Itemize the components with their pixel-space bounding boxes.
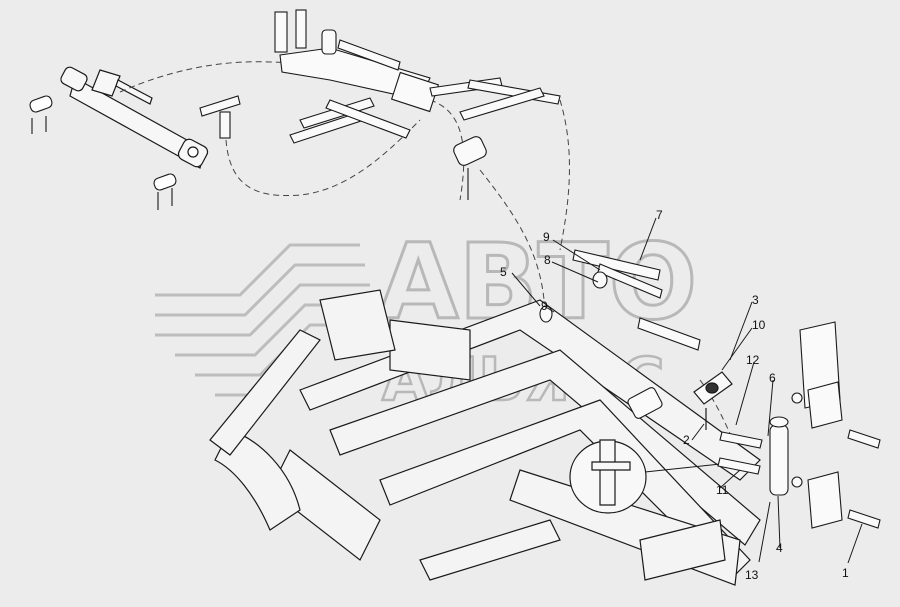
callout-5: 5 [500,265,507,279]
hose-assembly-upper [539,249,701,419]
cylinder-small [717,392,803,496]
callout-6: 6 [769,371,776,385]
hydraulic-cylinder [60,66,209,169]
callout-1: 1 [842,566,849,580]
clamp-bracket [693,371,733,430]
manifold-block [199,9,561,200]
callout-4: 4 [776,541,783,555]
detail-circle [569,439,731,514]
callout-11: 11 [716,483,729,497]
callout-12: 12 [746,353,760,367]
pins-left [29,95,177,210]
callout-10: 10 [752,318,766,332]
machine-frame [209,289,761,586]
callout-9-upper: 9 [543,230,550,244]
callout-3: 3 [752,293,759,307]
mount-plate [799,321,881,529]
leader-lines [511,217,863,564]
callout-13: 13 [745,568,759,582]
callout-2: 2 [683,433,690,447]
callout-9-lower: 9 [541,299,548,313]
callout-7: 7 [656,208,663,222]
callout-8: 8 [544,253,551,267]
